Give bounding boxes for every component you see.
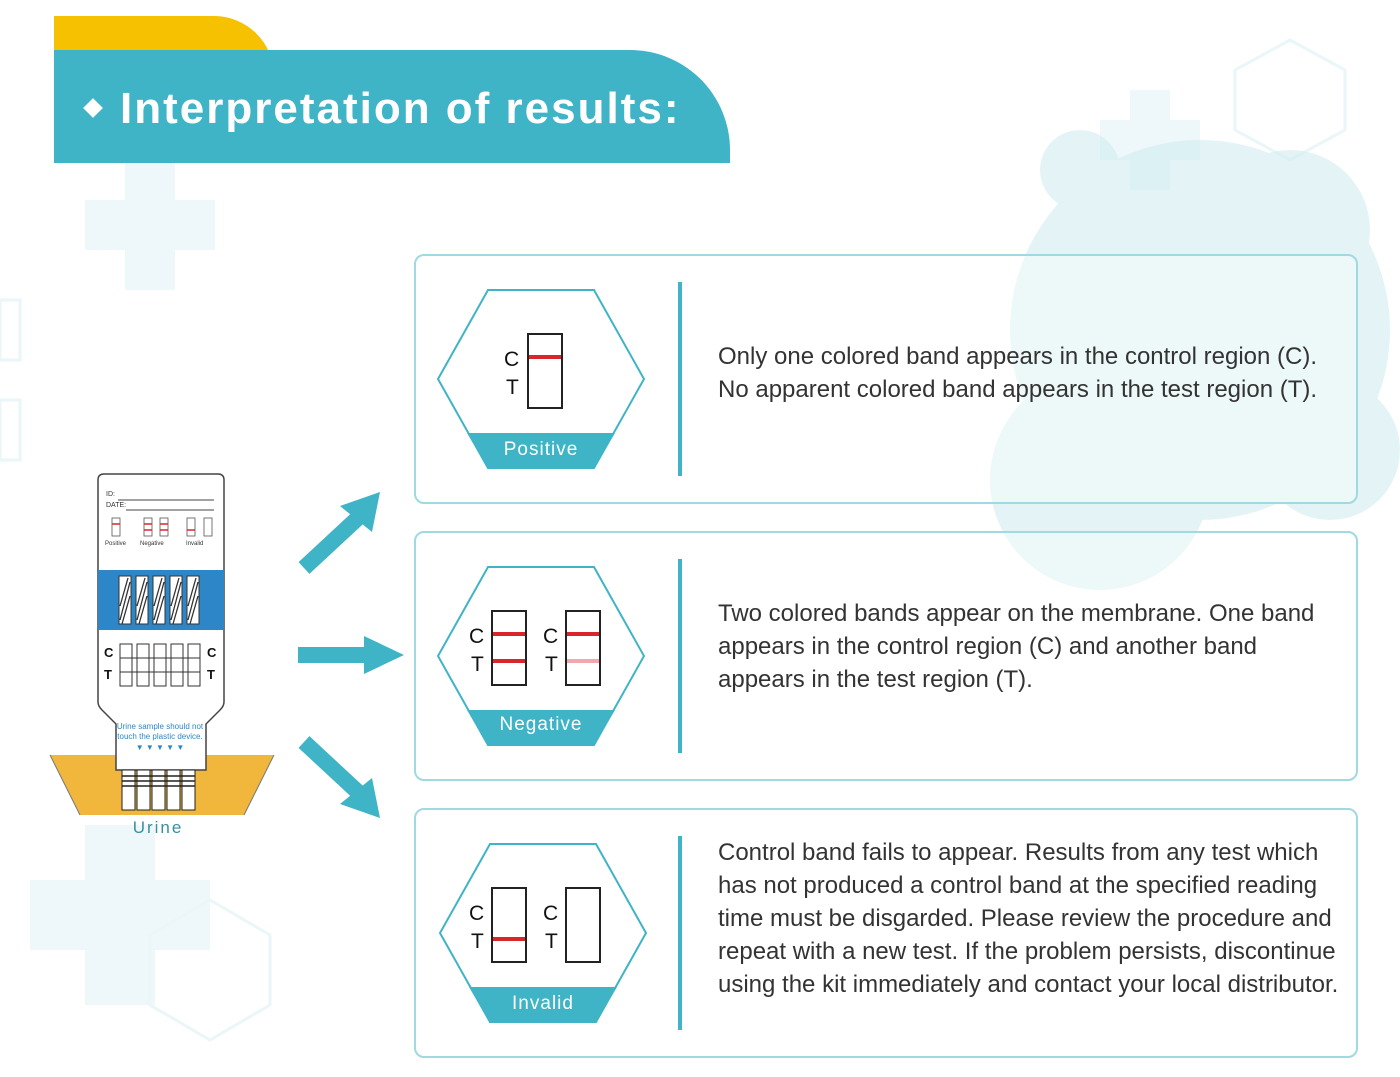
negative-c-label-right: C bbox=[543, 625, 559, 648]
device-mini-label-positive: Positive bbox=[105, 541, 127, 547]
device-warning: Urine sample should not touch the plasti… bbox=[100, 722, 220, 753]
header-banner bbox=[54, 50, 730, 163]
negative-label: Negative bbox=[499, 714, 583, 735]
result-card-invalid: C T C T Invalid Control band fails to ap… bbox=[414, 808, 1358, 1058]
device-t-label-left: T bbox=[104, 667, 112, 682]
invalid-hexagon-icon bbox=[438, 843, 648, 1023]
card-divider bbox=[678, 836, 682, 1030]
result-card-positive: C T Positive Only one colored band appea… bbox=[414, 254, 1358, 504]
device-date-label: DATE: bbox=[106, 502, 127, 509]
positive-description: Only one colored band appears in the con… bbox=[718, 343, 1318, 403]
device-id-label: ID: bbox=[106, 491, 115, 498]
invalid-label: Invalid bbox=[512, 993, 574, 1014]
card-divider bbox=[678, 559, 682, 753]
arrow-up-right-icon bbox=[298, 492, 380, 574]
arrow-down-right-icon bbox=[298, 736, 380, 818]
device-t-label-right: T bbox=[207, 667, 215, 682]
positive-label: Positive bbox=[503, 439, 579, 460]
urine-label: Urine bbox=[132, 818, 184, 837]
negative-t-label-left: T bbox=[471, 653, 484, 676]
invalid-t-label-right: T bbox=[545, 930, 558, 953]
invalid-c-label-left: C bbox=[469, 902, 485, 925]
page-title: Interpretation of results: bbox=[120, 84, 681, 133]
device-c-label-left: C bbox=[104, 645, 114, 660]
invalid-t-label-left: T bbox=[471, 930, 484, 953]
negative-t-label-right: T bbox=[545, 653, 558, 676]
device-warning-arrows: ▼ ▼ ▼ ▼ ▼ bbox=[135, 743, 185, 752]
test-device-illustration bbox=[49, 473, 275, 816]
invalid-description: Control band fails to appear. Results fr… bbox=[718, 839, 1339, 998]
positive-t-label: T bbox=[506, 376, 519, 399]
positive-c-label: C bbox=[504, 348, 520, 371]
negative-description: Two colored bands appear on the membrane… bbox=[718, 600, 1315, 693]
card-divider bbox=[678, 282, 682, 476]
device-mini-label-invalid: Invalid bbox=[186, 541, 204, 547]
result-card-negative: C T C T Negative Two colored bands appea… bbox=[414, 531, 1358, 781]
device-c-label-right: C bbox=[207, 645, 217, 660]
device-mini-label-negative: Negative bbox=[140, 541, 164, 547]
arrow-right-icon bbox=[298, 636, 404, 674]
device-warning-line2: touch the plastic device. bbox=[117, 732, 203, 741]
negative-hexagon-icon bbox=[436, 566, 646, 746]
arrows-group bbox=[298, 492, 404, 818]
negative-c-label-left: C bbox=[469, 625, 485, 648]
invalid-c-label-right: C bbox=[543, 902, 559, 925]
positive-hexagon-icon bbox=[436, 289, 646, 469]
device-warning-line1: Urine sample should not bbox=[116, 722, 204, 731]
